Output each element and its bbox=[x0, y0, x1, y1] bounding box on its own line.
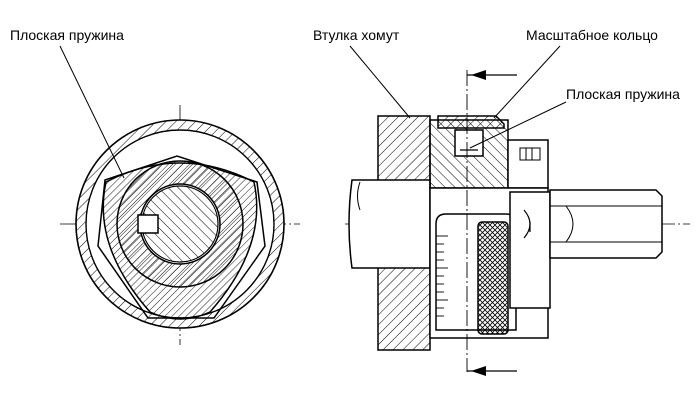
knurled-grip bbox=[477, 221, 509, 335]
flat-spring-outline bbox=[97, 155, 266, 319]
sleeve-clamp-leader bbox=[349, 45, 411, 119]
flat-spring-slot bbox=[454, 129, 484, 157]
scale-ring-label: Масштабное кольцо bbox=[526, 27, 658, 43]
scale-ticks bbox=[436, 235, 448, 317]
clamp-cap bbox=[507, 139, 549, 189]
key-square bbox=[137, 214, 159, 234]
hex-shaft bbox=[549, 189, 663, 259]
left-flat-spring-label: Плоская пружина bbox=[10, 27, 124, 43]
scale-ring-leader bbox=[493, 45, 561, 119]
sleeve-clamp-label: Втулка хомут bbox=[313, 27, 400, 43]
right-spring-leader bbox=[469, 101, 567, 149]
right-flat-spring-label: Плоская пружина bbox=[566, 86, 680, 102]
section-arrow-bottom bbox=[471, 366, 486, 376]
collar bbox=[509, 191, 551, 309]
section-arrow-top bbox=[471, 70, 486, 80]
left-cross-section bbox=[60, 105, 300, 345]
scale-ring-section bbox=[437, 115, 505, 129]
left-spring-leader bbox=[59, 45, 125, 179]
shaft-end bbox=[348, 179, 431, 269]
right-side-section bbox=[345, 70, 690, 376]
